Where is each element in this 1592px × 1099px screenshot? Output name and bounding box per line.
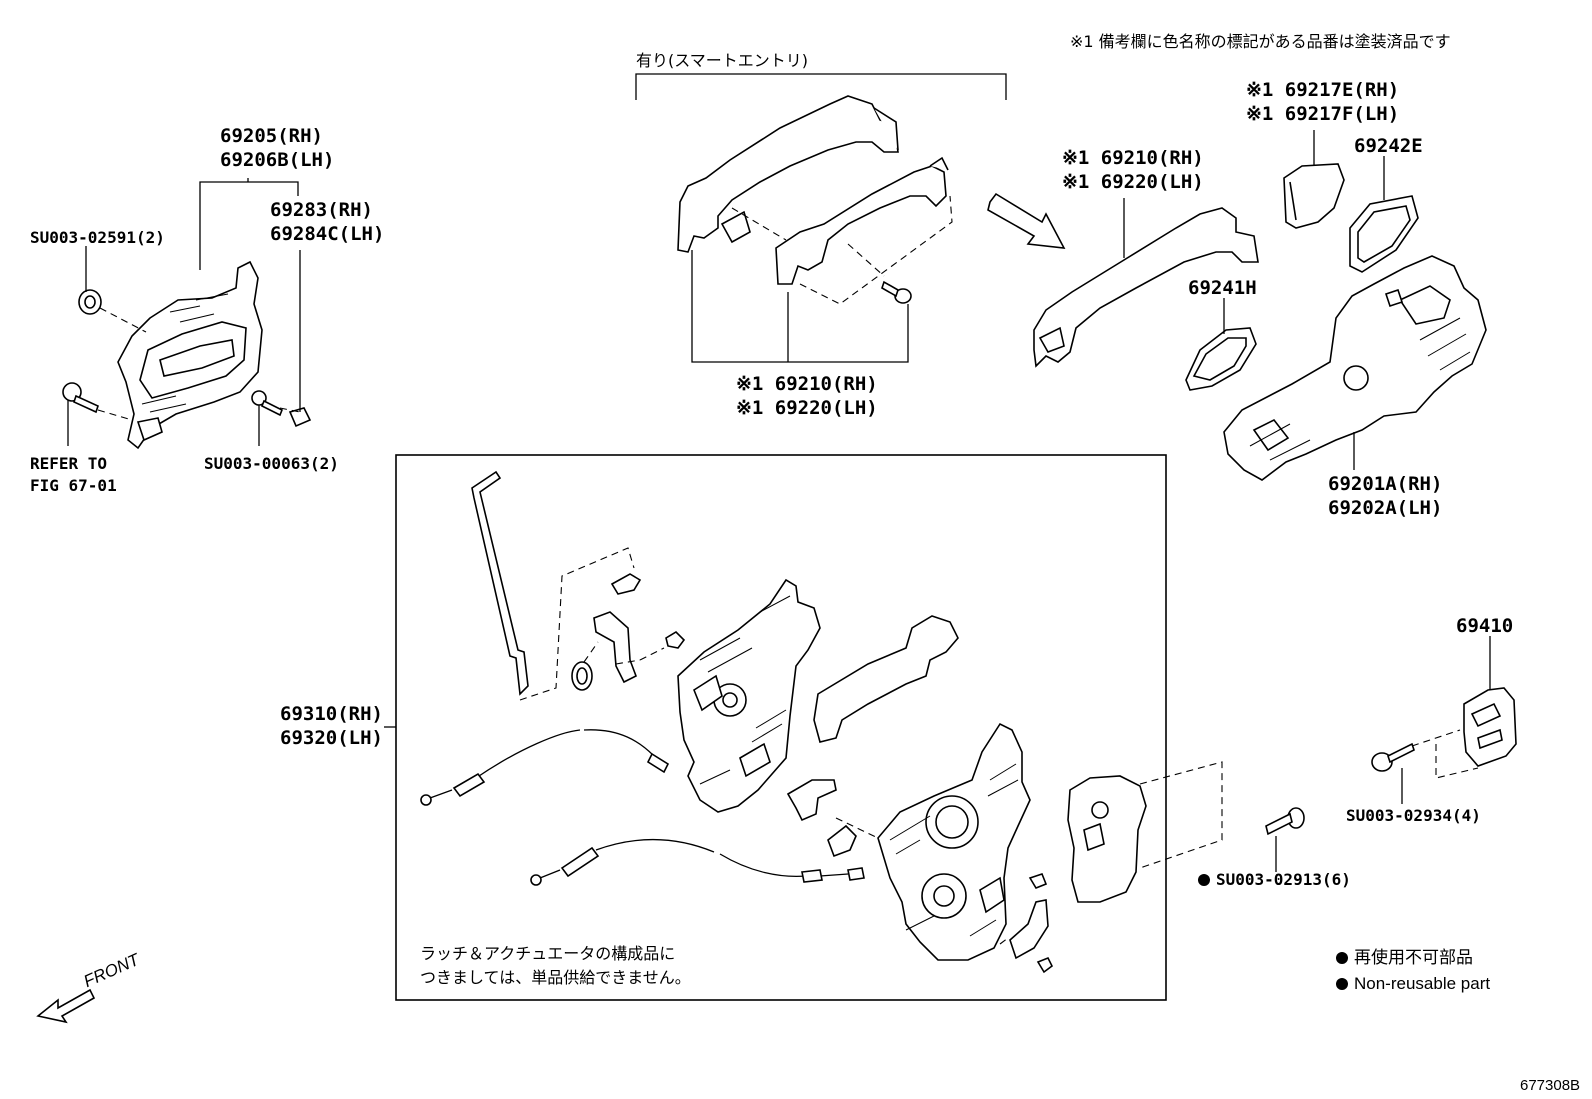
- latch-brackets: [786, 779, 1054, 974]
- non-reusable-bullet-icon: [1198, 874, 1210, 886]
- label-fig-67-01: FIG 67-01: [30, 476, 117, 495]
- screw-handle: [881, 280, 912, 304]
- latch-dashes: [835, 761, 1223, 945]
- bolt-refer-fig: [62, 382, 99, 414]
- rod-dashes: [519, 547, 635, 701]
- box-note-line1: ラッチ＆アクチュエータの構成品に: [420, 944, 676, 963]
- lock-rod: [471, 470, 529, 696]
- frame-69201a: [1223, 255, 1487, 481]
- legend-bullet-icon: [1336, 978, 1348, 990]
- smart-entry-dashes: [731, 195, 953, 305]
- smart-entry-leaders: [691, 250, 909, 363]
- smart-entry-label: 有り(スマートエントリ): [636, 51, 809, 70]
- label-center-69210: ※1 69210(RH): [736, 373, 878, 395]
- diagram-code: 677308B: [1520, 1077, 1581, 1094]
- label-69201a: 69201A(RH): [1328, 473, 1443, 495]
- nut-su003-02591: [78, 289, 102, 315]
- label-69283: 69283(RH): [270, 199, 373, 221]
- cables: [429, 729, 849, 879]
- frame-shading: [1249, 317, 1471, 461]
- label-right-69210: ※1 69210(RH): [1062, 147, 1204, 169]
- label-69410: 69410: [1456, 615, 1514, 637]
- box-note-line2: つきましては、単品供給できません。: [420, 968, 691, 987]
- gasket-69242e: [1349, 195, 1419, 273]
- outside-handle-right: [1033, 207, 1259, 368]
- legend-jp: 再使用不可部品: [1336, 946, 1473, 970]
- front-arrow-icon: [36, 988, 96, 1024]
- painted-part-note: ※1 備考欄に色名称の標記がある品番は塗装済品です: [1070, 32, 1451, 51]
- outside-lever-arm: [813, 615, 959, 743]
- label-su003-02913-text: SU003-02913(6): [1216, 870, 1351, 889]
- label-69202a: 69202A(LH): [1328, 497, 1443, 519]
- legend-bullet-icon: [1336, 952, 1348, 964]
- label-69241h: 69241H: [1188, 277, 1257, 299]
- label-69242e: 69242E: [1354, 135, 1423, 157]
- label-su003-00063: SU003-00063(2): [204, 454, 339, 473]
- inside-handle-dashes: [97, 307, 301, 421]
- legend-jp-text: 再使用不可部品: [1354, 948, 1473, 967]
- inside-handle-shading: [141, 293, 229, 413]
- cap-69283: [288, 407, 312, 428]
- cap-69217: [1283, 163, 1345, 229]
- handle-cover-inner: [775, 156, 949, 285]
- label-refer-to: REFER TO: [30, 454, 108, 473]
- outside-handle-smart-entry: [677, 95, 899, 253]
- actuator-upper: [677, 578, 821, 813]
- inside-handle-leaders: [67, 178, 301, 446]
- striker-69410: [1463, 687, 1517, 767]
- label-su003-02934: SU003-02934(4): [1346, 806, 1481, 825]
- label-center-69220: ※1 69220(LH): [736, 397, 878, 419]
- lever-clip: [571, 573, 686, 691]
- legend-en: Non-reusable part: [1336, 972, 1490, 996]
- striker-dashes: [1411, 729, 1479, 779]
- label-69217f: ※1 69217F(LH): [1246, 103, 1400, 125]
- label-su003-02913: SU003-02913(6): [1198, 868, 1351, 892]
- lever-dashes: [583, 641, 665, 665]
- cable-ends: [420, 752, 865, 886]
- label-69284c: 69284C(LH): [270, 223, 385, 245]
- label-69206b: 69206B(LH): [220, 149, 335, 171]
- label-69310: 69310(RH): [280, 703, 383, 725]
- latch-plate: [1067, 775, 1147, 903]
- bolt-su003-02934: [1371, 742, 1415, 772]
- direction-arrow: [987, 192, 1066, 249]
- screw-su003-00063: [251, 390, 284, 417]
- label-69217e: ※1 69217E(RH): [1246, 79, 1400, 101]
- gasket-69241h: [1185, 327, 1257, 391]
- smart-entry-bracket: [635, 73, 1007, 100]
- bolt-su003-02913: [1265, 807, 1305, 836]
- label-su003-02591: SU003-02591(2): [30, 228, 165, 247]
- latch-body-shading: [889, 763, 1019, 937]
- inside-handle-assembly: [117, 260, 263, 450]
- legend-en-text: Non-reusable part: [1354, 974, 1491, 993]
- actuator-upper-shading: [699, 595, 791, 785]
- latch-body: [877, 722, 1031, 961]
- label-69205: 69205(RH): [220, 125, 323, 147]
- label-right-69220: ※1 69220(LH): [1062, 171, 1204, 193]
- label-69320: 69320(LH): [280, 727, 383, 749]
